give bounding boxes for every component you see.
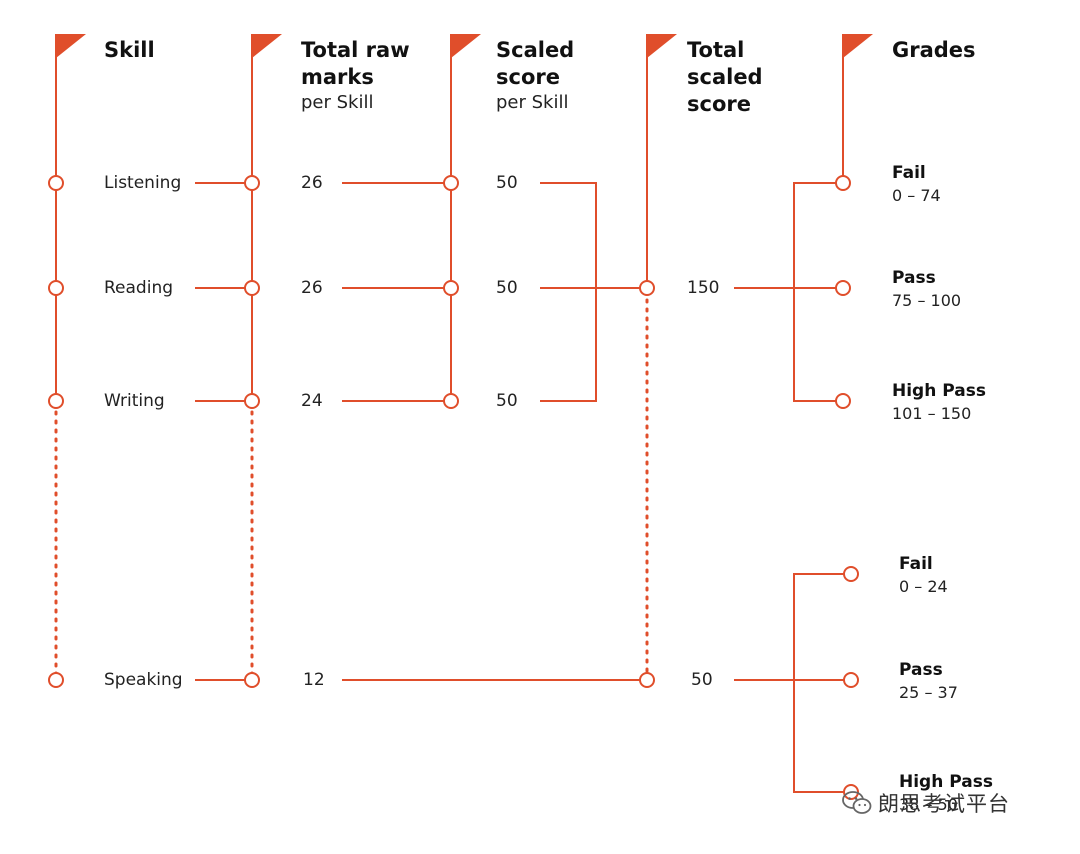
total-speaking: 50 xyxy=(691,670,713,690)
grade-speaking-high-range: 38 – 50 xyxy=(899,795,958,814)
node-raw-reading xyxy=(244,280,260,296)
scaled-writing: 50 xyxy=(496,391,518,411)
flag-icon xyxy=(843,34,873,58)
node-grade-lrw-pass xyxy=(835,280,851,296)
raw-marks-speaking: 12 xyxy=(303,670,325,690)
header-skill: Skill xyxy=(104,38,155,62)
grade-lrw-pass-name: Pass xyxy=(892,268,936,288)
header-grades: Grades xyxy=(892,38,976,62)
grades-lrw-bracket xyxy=(793,182,843,402)
skill-label-writing: Writing xyxy=(104,391,165,411)
node-scaled-listening xyxy=(443,175,459,191)
skill-label-reading: Reading xyxy=(104,278,174,298)
header-scaled: Scaled score xyxy=(496,38,575,89)
watermark-text: 朗思考试平台 xyxy=(878,792,1010,816)
scaled-reading: 50 xyxy=(496,278,518,298)
node-skill-writing xyxy=(48,393,64,409)
node-raw-speaking xyxy=(244,672,260,688)
grade-speaking-pass-name: Pass xyxy=(899,660,943,680)
grades-speaking-bracket xyxy=(793,573,851,793)
grade-lrw-fail-name: Fail xyxy=(892,163,926,183)
grade-speaking-pass-range: 25 – 37 xyxy=(899,683,958,702)
node-skill-reading xyxy=(48,280,64,296)
node-scaled-reading xyxy=(443,280,459,296)
flag-icon xyxy=(647,34,677,58)
grade-speaking-fail-name: Fail xyxy=(899,554,933,574)
grade-speaking-high-name: High Pass xyxy=(899,772,993,792)
header-scaled-sub: per Skill xyxy=(496,92,569,113)
skill-label-listening: Listening xyxy=(104,173,182,193)
node-total-lrw xyxy=(639,280,655,296)
node-skill-listening xyxy=(48,175,64,191)
node-total-speaking xyxy=(639,672,655,688)
skill-label-speaking: Speaking xyxy=(104,670,183,690)
scaled-listening: 50 xyxy=(496,173,518,193)
total-lrw: 150 xyxy=(687,278,720,298)
raw-marks-writing: 24 xyxy=(301,391,323,411)
node-grade-lrw-fail xyxy=(835,175,851,191)
header-total-scaled: Total scaled score xyxy=(687,38,763,116)
grade-speaking-fail-range: 0 – 24 xyxy=(899,577,948,596)
flag-icon xyxy=(56,34,86,58)
scaled-total-bracket xyxy=(540,182,597,402)
node-grade-speaking-fail xyxy=(843,566,859,582)
grade-lrw-high-range: 101 – 150 xyxy=(892,404,972,423)
node-grade-lrw-high xyxy=(835,393,851,409)
flag-icon xyxy=(451,34,481,58)
node-scaled-writing xyxy=(443,393,459,409)
grade-lrw-pass-range: 75 – 100 xyxy=(892,291,962,310)
node-raw-writing xyxy=(244,393,260,409)
node-grade-speaking-pass xyxy=(843,672,859,688)
wechat-icon xyxy=(842,791,872,814)
grade-lrw-high-name: High Pass xyxy=(892,381,986,401)
raw-marks-reading: 26 xyxy=(301,278,323,298)
raw-marks-listening: 26 xyxy=(301,173,323,193)
node-skill-speaking xyxy=(48,672,64,688)
header-raw-marks: Total raw marks xyxy=(301,38,410,89)
grade-lrw-fail-range: 0 – 74 xyxy=(892,186,941,205)
node-raw-listening xyxy=(244,175,260,191)
flag-icon xyxy=(252,34,282,58)
watermark: 朗思考试平台 xyxy=(842,788,1010,818)
header-raw-marks-sub: per Skill xyxy=(301,92,374,113)
